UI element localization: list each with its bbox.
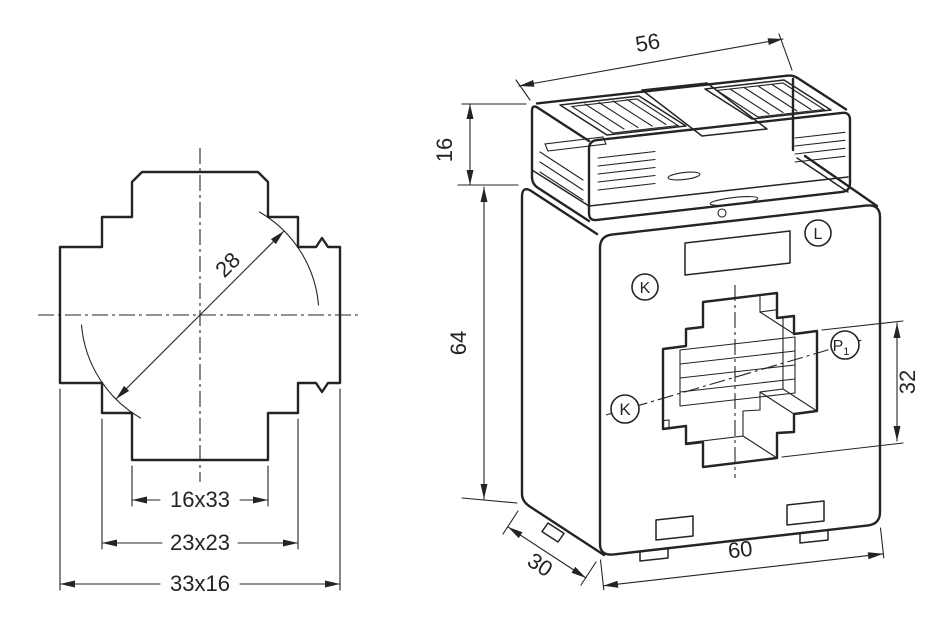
dim-inner-label: 16x33 <box>170 487 230 512</box>
p1-circle <box>830 330 860 360</box>
block-top-face <box>535 74 848 111</box>
body-top-strip <box>709 196 759 218</box>
section-view: 28 16x33 23x23 <box>38 148 362 596</box>
rating-plate <box>684 230 791 276</box>
l-top-circle <box>804 219 832 247</box>
terminal-opening-left <box>559 95 687 136</box>
dim-top-width-56: 56 <box>515 28 793 101</box>
aperture-interior <box>663 293 817 467</box>
block-left-face <box>530 105 591 223</box>
p1-label: P1 <box>833 338 850 358</box>
dim-body-height-label: 64 <box>446 331 471 355</box>
l-top-label: L <box>814 226 823 243</box>
dim-top-width-label: 56 <box>633 28 661 57</box>
dim-terminal-height-label: 16 <box>432 138 457 162</box>
mounting-details <box>541 500 829 562</box>
busbar-steps <box>679 336 796 407</box>
dim-depth-30: 30 <box>502 510 597 586</box>
body-left-face <box>520 188 606 557</box>
body-top-right-edge <box>803 154 879 208</box>
aperture-outline <box>661 291 819 469</box>
dim-middle-23x23: 23x23 <box>101 418 299 555</box>
vent-slots-front-left <box>597 150 656 191</box>
block-cover-seam <box>588 176 849 207</box>
block-top-slot <box>544 136 607 152</box>
dim-body-height-64: 64 <box>446 186 518 504</box>
aperture-window <box>605 285 863 478</box>
screw-slot-front <box>667 171 701 181</box>
k-top-label: K <box>640 280 651 297</box>
block-label-window <box>641 82 768 137</box>
primary-axis-centerline <box>605 339 863 416</box>
dim-inner-16x33: 16x33 <box>131 465 269 512</box>
k-top-circle <box>631 273 659 301</box>
dim-outer-label: 33x16 <box>170 571 230 596</box>
terminal-block <box>530 74 852 223</box>
vent-slots-front-right <box>794 131 846 163</box>
strip-hole <box>717 208 727 218</box>
strip-oval-slot <box>709 196 759 206</box>
dim-depth-label: 30 <box>523 548 557 582</box>
vent-slots-left-face <box>539 151 584 201</box>
dim-circle-label: 28 <box>210 247 245 282</box>
dim-window-height-32: 32 <box>781 320 920 458</box>
k-side-circle <box>610 394 640 424</box>
body-front-face <box>598 204 882 556</box>
dim-bottom-width-60: 60 <box>599 527 885 591</box>
cross-profile-outline <box>58 170 342 462</box>
isometric-view: K L K P1 56 <box>432 28 920 591</box>
terminal-opening-right <box>704 79 832 120</box>
dim-bottom-width-label: 60 <box>727 536 754 564</box>
k-side-label: K <box>619 400 631 419</box>
dim-window-height-label: 32 <box>895 370 920 394</box>
block-cover-seam-left <box>531 169 590 207</box>
dim-middle-label: 23x23 <box>170 530 230 555</box>
inscribed-circle-arcs <box>80 211 320 419</box>
block-front-face <box>587 111 852 222</box>
dim-outer-33x16: 33x16 <box>59 388 341 596</box>
dim-terminal-height-16: 16 <box>432 103 527 186</box>
terminal-markings: K L K P1 <box>610 219 860 424</box>
block-right-bottom-edge <box>796 157 849 193</box>
